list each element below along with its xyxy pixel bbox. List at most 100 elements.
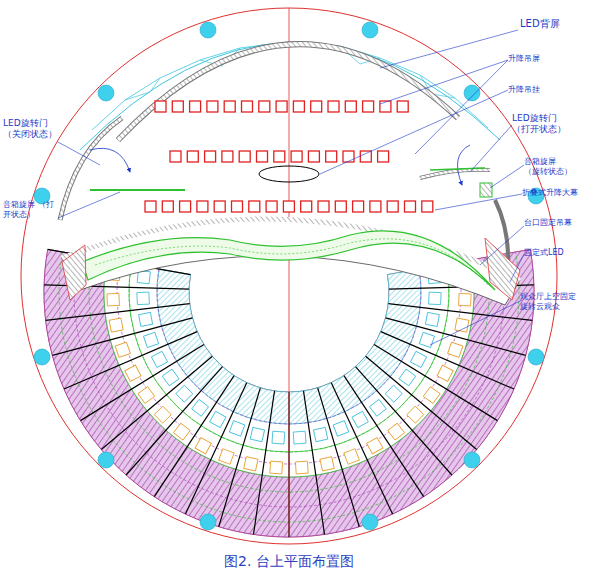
aisle bbox=[386, 318, 526, 356]
seat-box bbox=[423, 387, 440, 404]
hoist-square bbox=[232, 201, 243, 212]
callout-label: 音箱旋屏 （旋转状态） bbox=[524, 157, 574, 176]
hoist-square bbox=[257, 151, 268, 162]
hoist-square bbox=[370, 201, 381, 212]
hoist-square bbox=[283, 201, 294, 212]
seat-box bbox=[143, 332, 158, 347]
seat-box bbox=[295, 461, 308, 474]
aisle bbox=[318, 388, 360, 527]
hoist-square bbox=[190, 101, 201, 112]
seat-box bbox=[229, 421, 244, 436]
seat-box bbox=[388, 423, 405, 440]
seat-box bbox=[459, 293, 472, 306]
seat-box bbox=[151, 351, 167, 367]
callout-label: 折叠式升降大幕 bbox=[522, 188, 582, 198]
hoist-square bbox=[274, 151, 285, 162]
callout-label: 台口固定吊幕 bbox=[524, 218, 584, 228]
aisle bbox=[366, 356, 477, 449]
hoist-square bbox=[308, 151, 319, 162]
seat-box bbox=[410, 351, 426, 367]
callout-label: LED旋转门 （关闭状态） bbox=[3, 118, 57, 140]
hoist-square bbox=[242, 101, 253, 112]
aisle bbox=[44, 285, 189, 289]
hoist-square bbox=[155, 101, 166, 112]
hoist-square bbox=[172, 101, 183, 112]
seat-box bbox=[192, 399, 209, 416]
hoist-square bbox=[387, 201, 398, 212]
hoist-square bbox=[326, 151, 337, 162]
hoist-square bbox=[380, 101, 391, 112]
aisle bbox=[185, 383, 246, 514]
callout-label: 观众厅上空固定旋转云观众 bbox=[520, 292, 580, 311]
seat-box bbox=[270, 461, 283, 474]
hoist-square bbox=[180, 201, 191, 212]
seat-box bbox=[369, 399, 386, 416]
hoist-square bbox=[145, 201, 156, 212]
seat-box bbox=[154, 406, 171, 423]
hoist-square bbox=[276, 101, 287, 112]
hoist-square bbox=[222, 151, 233, 162]
seat-box bbox=[107, 293, 120, 306]
hoist-square bbox=[224, 101, 235, 112]
seat-box bbox=[137, 271, 150, 284]
hoist-square bbox=[378, 151, 389, 162]
seat-box bbox=[352, 411, 368, 427]
hoist-square bbox=[291, 151, 302, 162]
seat-box bbox=[367, 438, 383, 454]
aisle bbox=[381, 332, 514, 389]
callout-label: LED旋转门 （打开状态） bbox=[512, 113, 568, 135]
hoist-square bbox=[207, 101, 218, 112]
aisle bbox=[46, 304, 190, 321]
hoist-square bbox=[197, 201, 208, 212]
callout-label: 音箱旋屏 （打开状态） bbox=[3, 200, 57, 219]
seat-box bbox=[385, 385, 402, 402]
seat-box bbox=[333, 421, 348, 436]
hoist-square bbox=[345, 101, 356, 112]
hoist-square bbox=[170, 151, 181, 162]
seat-box bbox=[137, 292, 150, 305]
seat-box bbox=[429, 292, 442, 305]
seat-box bbox=[138, 387, 155, 404]
seat-box bbox=[109, 318, 123, 332]
hoist-square bbox=[397, 101, 408, 112]
hoist-square bbox=[187, 151, 198, 162]
seat-box bbox=[399, 369, 416, 386]
hoist-square bbox=[249, 201, 260, 212]
hoist-square bbox=[293, 101, 304, 112]
hoist-square bbox=[363, 101, 374, 112]
aisle bbox=[219, 388, 261, 527]
seat-box bbox=[219, 449, 234, 464]
hoist-square bbox=[343, 151, 354, 162]
seat-box bbox=[320, 457, 334, 471]
hoist-square bbox=[422, 201, 433, 212]
aisle bbox=[101, 356, 212, 449]
seat-box bbox=[195, 438, 211, 454]
hoist-square bbox=[162, 201, 173, 212]
seat-box bbox=[210, 411, 226, 427]
seat-box bbox=[125, 365, 141, 381]
aisle bbox=[388, 304, 532, 321]
seat-box bbox=[419, 332, 434, 347]
hoist-square bbox=[405, 201, 416, 212]
seat-box bbox=[455, 318, 469, 332]
callout-label: 升降吊屏 bbox=[508, 54, 578, 64]
hoist-square bbox=[259, 101, 270, 112]
caption: 图2. 台上平面布置图 bbox=[224, 553, 354, 571]
callout-label: 升降吊挂 bbox=[508, 85, 578, 95]
hoist-square bbox=[301, 201, 312, 212]
seat-box bbox=[244, 457, 258, 471]
hoist-square bbox=[328, 101, 339, 112]
aisle bbox=[344, 376, 424, 497]
hoist-square bbox=[353, 201, 364, 212]
seat-box bbox=[173, 423, 190, 440]
seat-box bbox=[115, 342, 130, 357]
seat-box bbox=[293, 431, 306, 444]
seat-box bbox=[250, 427, 264, 441]
seat-box bbox=[344, 449, 359, 464]
hoist-square bbox=[239, 151, 250, 162]
seat-box bbox=[176, 385, 193, 402]
seat-box bbox=[437, 365, 453, 381]
hoist-square bbox=[360, 151, 371, 162]
hoist-square bbox=[214, 201, 225, 212]
